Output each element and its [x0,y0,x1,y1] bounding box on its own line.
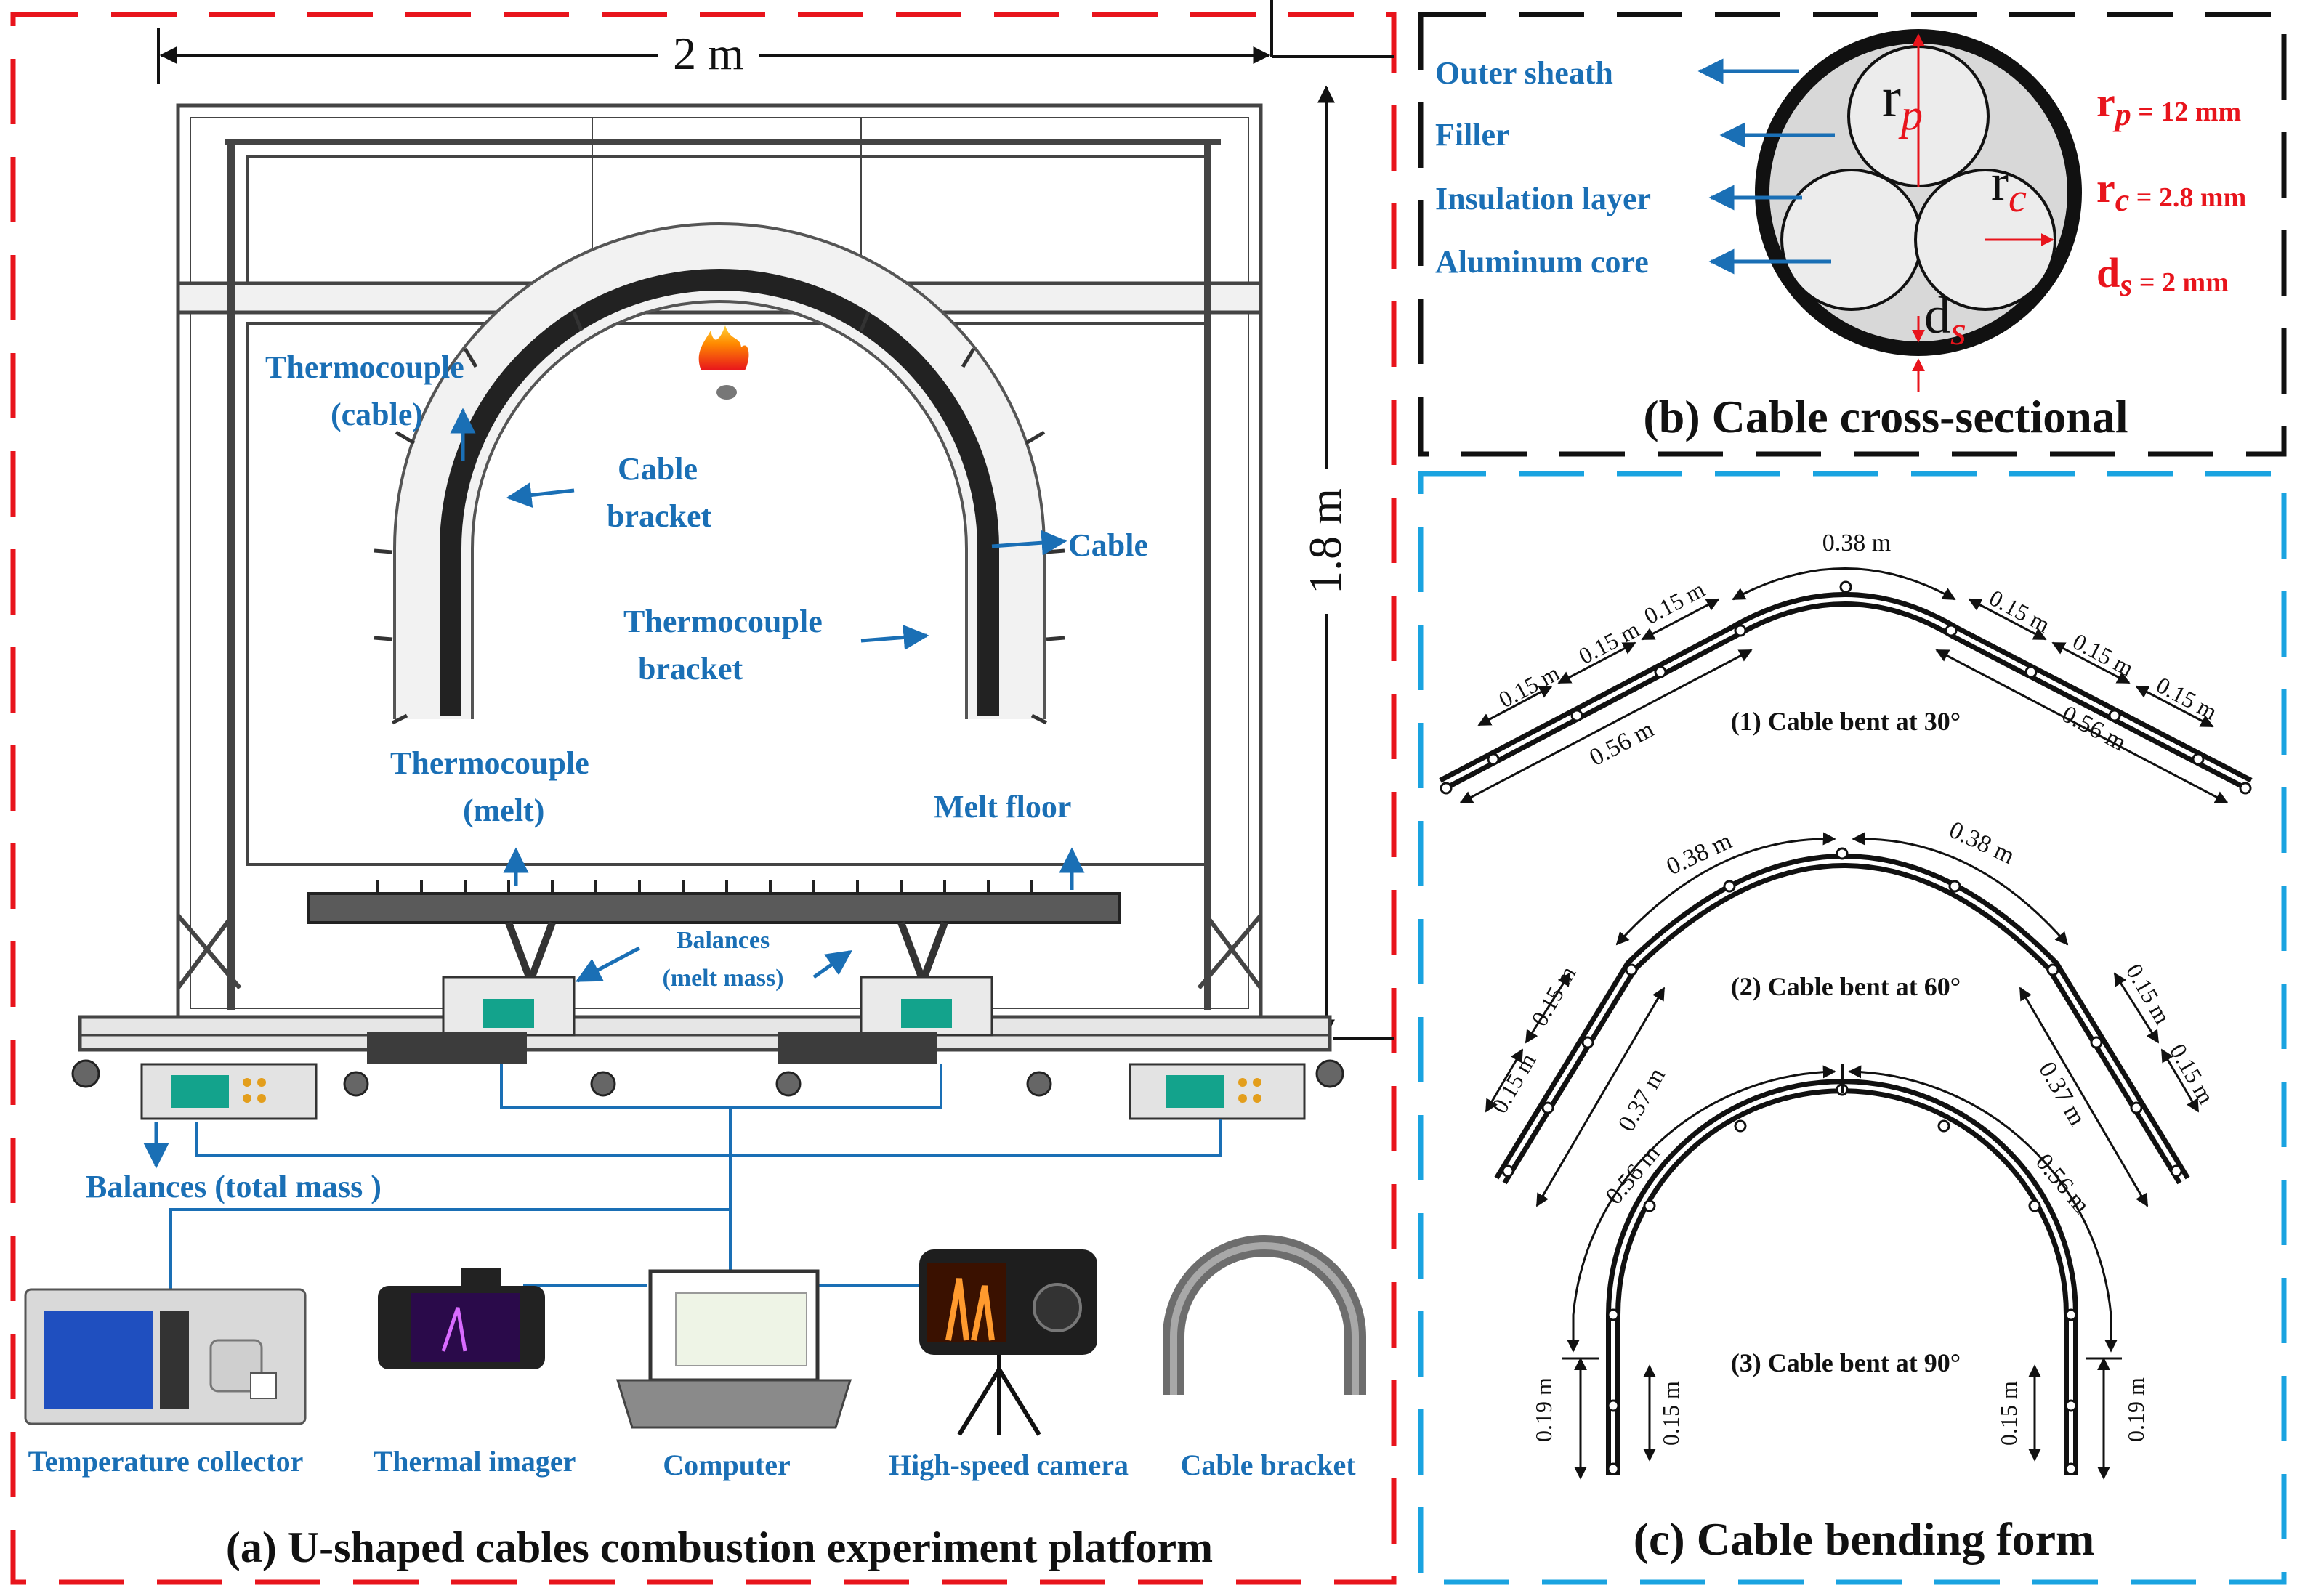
form-2-title: (2) Cable bent at 60° [1731,972,1961,1001]
connection-wires [169,1064,1222,1293]
label-thermocouple-bracket: Thermocouple [623,604,823,639]
panel-b-border [1418,12,2287,457]
panel-a-border [10,12,1397,1585]
symbol-ds: ds [1924,286,1966,354]
layer-label-aluminum-core: Aluminum core [1435,244,1649,280]
form-3-cable: 0.56 m 0.56 m 0.19 m 0.15 m 0.15 m 0.19 … [1530,1064,2149,1480]
panel-c: 0.38 m 0.15 m 0.15 m 0.15 m 0.56 m 0.15 … [1439,530,2253,1565]
form-1-title: (1) Cable bent at 30° [1731,707,1961,736]
balance-melt-right [860,976,993,1037]
layer-label-insulation: Insulation layer [1435,181,1651,216]
device-label-high-speed-camera: High-speed camera [889,1449,1129,1481]
device-label-cable-bracket: Cable bracket [1180,1449,1356,1481]
form-3-leg-inner-left: 0.15 m [1658,1381,1684,1446]
form-2-top-right: 0.38 m [1945,817,2019,870]
height-dimension-label: 1.8 m [1299,488,1351,594]
form-3-leg-outer-right: 0.19 m [2123,1377,2149,1442]
label-cable-bracket-2: bracket [607,498,712,534]
high-speed-camera [919,1249,1097,1436]
conductor-left [1780,169,1923,311]
form-1-right-seg-2: 0.15 m [2069,628,2138,681]
device-label-thermal-imager: Thermal imager [374,1445,576,1478]
layer-label-filler: Filler [1435,117,1510,153]
cable [440,269,999,716]
cable-bracket-photo [1163,1235,1366,1395]
panel-a: 2 m 1.8 m [24,0,1394,1571]
panel-b: rp rc ds Outer sheath Filler Insulation … [1435,29,2246,442]
device-label-temperature-collector: Temperature collector [28,1445,304,1478]
symbol-rc: rc [1991,153,2027,221]
form-2-top-left: 0.38 m [1663,827,1736,880]
layer-label-outer-sheath: Outer sheath [1435,55,1613,91]
thermal-imager [378,1268,545,1369]
form-1-left-seg-3: 0.15 m [1639,576,1708,630]
label-cable: Cable [1068,527,1148,563]
form-3-leg-outer-left: 0.19 m [1530,1377,1557,1442]
value-rc: rc = 2.8 mm [2096,164,2246,218]
form-2-right-seg-1: 0.15 m [2121,960,2176,1029]
balance-total-right [1129,1063,1306,1120]
form-2-left-total: 0.37 m [1613,1064,1671,1136]
form-1-right-seg-1: 0.15 m [1985,584,2054,638]
form-2-left-seg-2: 0.15 m [1486,1048,1541,1117]
form-3-title: (3) Cable bent at 90° [1731,1348,1961,1377]
label-thermocouple-cable-2: (cable) [331,397,423,432]
flame-icon [698,325,749,370]
label-thermocouple-cable: Thermocouple [265,349,464,385]
balance-melt-left [442,976,576,1037]
label-balances-melt-2: (melt mass) [662,965,783,992]
temperature-collector [24,1288,307,1425]
form-2-right-seg-2: 0.15 m [2165,1040,2220,1109]
form-1-left-total: 0.56 m [1585,716,1658,771]
label-balances-melt: Balances [677,927,770,954]
label-balances-total: Balances (total mass ) [86,1169,382,1204]
value-ds: ds = 2 mm [2096,249,2229,303]
panel-c-border [1418,471,2287,1585]
value-rp: rp = 12 mm [2096,78,2241,132]
label-thermocouple-bracket-2: bracket [638,651,743,686]
form-1-right-seg-3: 0.15 m [2152,671,2221,725]
caption-panel-b: (b) Cable cross-sectional [1643,391,2128,442]
form-1-cable: 0.38 m 0.15 m 0.15 m 0.15 m 0.56 m 0.15 … [1439,530,2253,804]
form-1-left-seg-1: 0.15 m [1494,660,1563,713]
device-label-computer: Computer [663,1449,791,1481]
form-2-cable: 0.38 m 0.38 m 0.15 m 0.15 m 0.37 m 0.15 … [1485,817,2220,1207]
width-dimension-label: 2 m [673,28,744,79]
form-1-top: 0.38 m [1822,530,1891,556]
symbol-rp: rp [1882,65,1923,139]
form-3-leg-inner-right: 0.15 m [1995,1381,2022,1446]
caption-panel-c: (c) Cable bending form [1634,1513,2095,1565]
form-2-left-seg-1: 0.15 m [1526,961,1581,1030]
label-melt-floor: Melt floor [934,789,1071,825]
computer [615,1269,852,1429]
frame-wheels [71,1059,1344,1097]
caption-panel-a: (a) U-shaped cables combustion experimen… [226,1523,1213,1571]
label-thermocouple-melt-2: (melt) [463,793,544,828]
form-1-left-seg-2: 0.15 m [1574,616,1643,670]
label-cable-bracket: Cable [618,451,698,487]
label-thermocouple-melt: Thermocouple [390,745,589,781]
balance-total-left [140,1063,318,1120]
